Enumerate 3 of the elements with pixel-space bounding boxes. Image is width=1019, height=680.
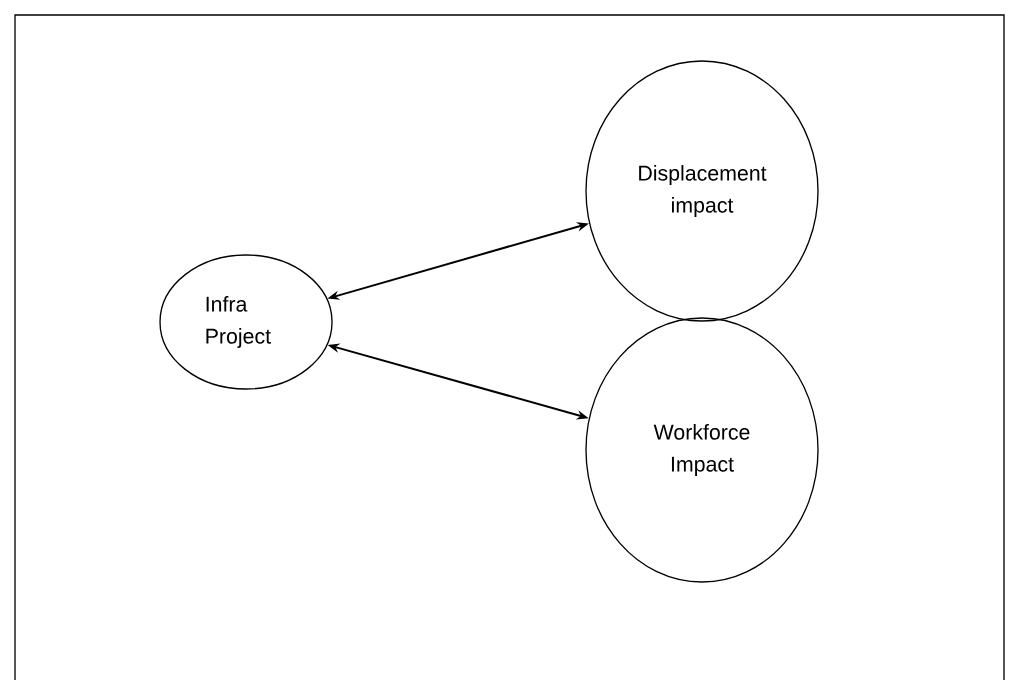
ellipse-node: Infra Project: [159, 254, 333, 390]
ellipse-node: Workforce Impact: [585, 317, 819, 583]
ellipse-node: Displacement impact: [585, 60, 819, 322]
